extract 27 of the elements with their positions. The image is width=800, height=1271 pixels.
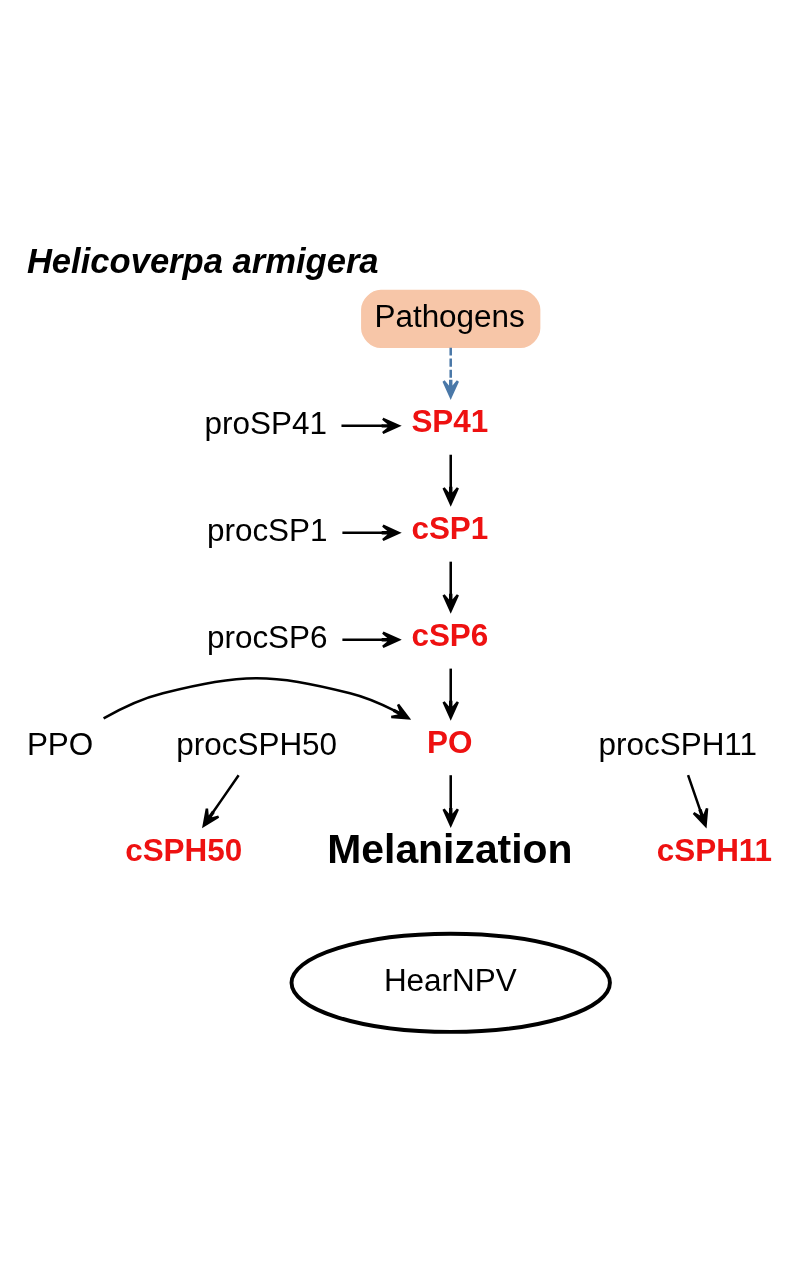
node-text: procSP6 bbox=[206, 619, 328, 655]
arrow bbox=[341, 417, 400, 434]
arrow bbox=[686, 774, 709, 827]
node-text: cSPH11 bbox=[656, 832, 773, 868]
arrow bbox=[442, 454, 460, 505]
node-text: SP41 bbox=[411, 403, 489, 439]
arrow bbox=[342, 630, 400, 648]
node-text: PO bbox=[427, 724, 473, 760]
arrow bbox=[202, 774, 240, 827]
arrow bbox=[342, 523, 400, 541]
arrow bbox=[103, 676, 410, 720]
arrow bbox=[442, 668, 460, 719]
diagram-title: Helicoverpa armigera bbox=[26, 241, 379, 280]
node-text: proSP41 bbox=[204, 405, 327, 441]
node-text: cSPH50 bbox=[125, 832, 243, 868]
node-ellipse: HearNPV bbox=[289, 931, 612, 1034]
node-text: cSP6 bbox=[411, 617, 489, 653]
node-text: procSPH11 bbox=[598, 726, 757, 762]
node-text: cSP1 bbox=[411, 510, 489, 546]
arrow bbox=[442, 561, 460, 612]
node-text: procSP1 bbox=[206, 512, 328, 548]
arrow bbox=[442, 347, 460, 398]
node-text: procSPH50 bbox=[176, 726, 338, 762]
node-text: PPO bbox=[26, 726, 94, 762]
node-text: Melanization bbox=[327, 825, 573, 872]
arrow bbox=[442, 774, 460, 826]
node-box: Pathogens bbox=[361, 289, 541, 348]
